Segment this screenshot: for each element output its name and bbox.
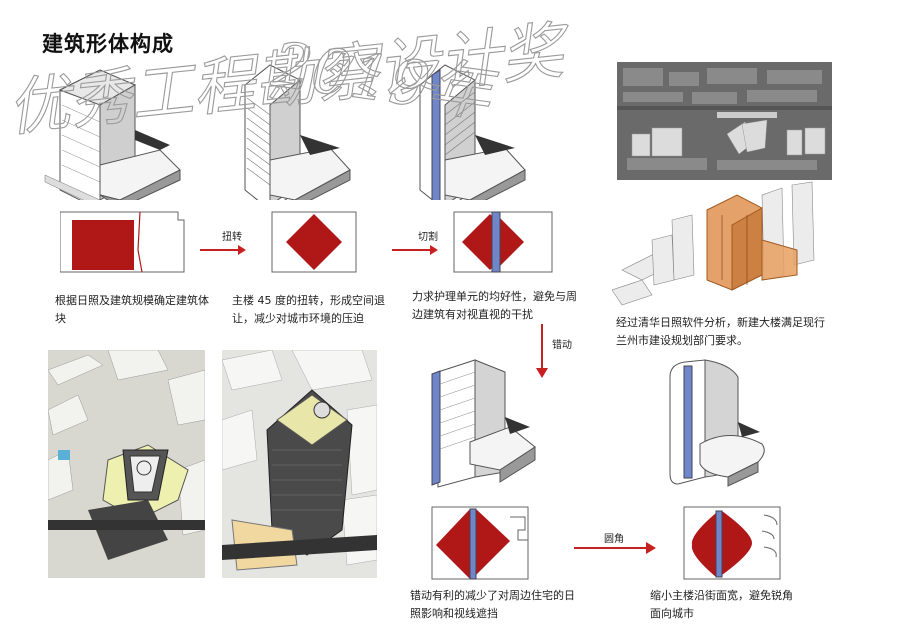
arrow-label-round: 圆角 [604, 534, 624, 545]
plan-step4 [431, 506, 529, 580]
massing-model-5 [669, 359, 765, 487]
arrow-label-cut: 切割 [418, 232, 438, 243]
plan-step3 [453, 211, 553, 273]
caption-step5: 缩小主楼沿街面宽，避免锐角面向城市 [650, 589, 793, 620]
caption-sun-analysis: 经过清华日照软件分析，新建大楼满足现行兰州市建设规划部门要求。 [616, 316, 825, 347]
massing-model-2 [244, 64, 351, 200]
arrow-label-twist: 扭转 [222, 232, 242, 243]
sun-analysis-model [612, 181, 815, 306]
arrow-round [574, 542, 656, 554]
page-title: 建筑形体构成 [42, 32, 174, 56]
caption-step3: 力求护理单元的均好性，避免与周边建筑有对视直视的干扰 [412, 290, 577, 321]
plan-step1 [60, 211, 185, 273]
arrow-twist [200, 245, 246, 255]
rendering-aerial-1 [48, 350, 205, 578]
site-aerial-photo [617, 62, 832, 180]
arrow-cut [392, 245, 438, 255]
plan-step5 [683, 506, 781, 580]
plan-step2 [271, 211, 357, 273]
arrow-offset [536, 324, 548, 378]
caption-step4: 错动有利的减少了对周边住宅的日照影响和视线遮挡 [410, 589, 575, 620]
massing-model-1 [44, 69, 181, 200]
arrow-label-offset: 错动 [552, 340, 572, 351]
rendering-aerial-2 [222, 350, 377, 578]
massing-model-4 [431, 359, 536, 488]
caption-step2: 主楼 45 度的扭转，形成空间退让，减少对城市环境的压迫 [232, 294, 385, 325]
caption-step1: 根据日照及建筑规模确定建筑体块 [55, 294, 209, 325]
massing-model-3 [419, 64, 526, 200]
